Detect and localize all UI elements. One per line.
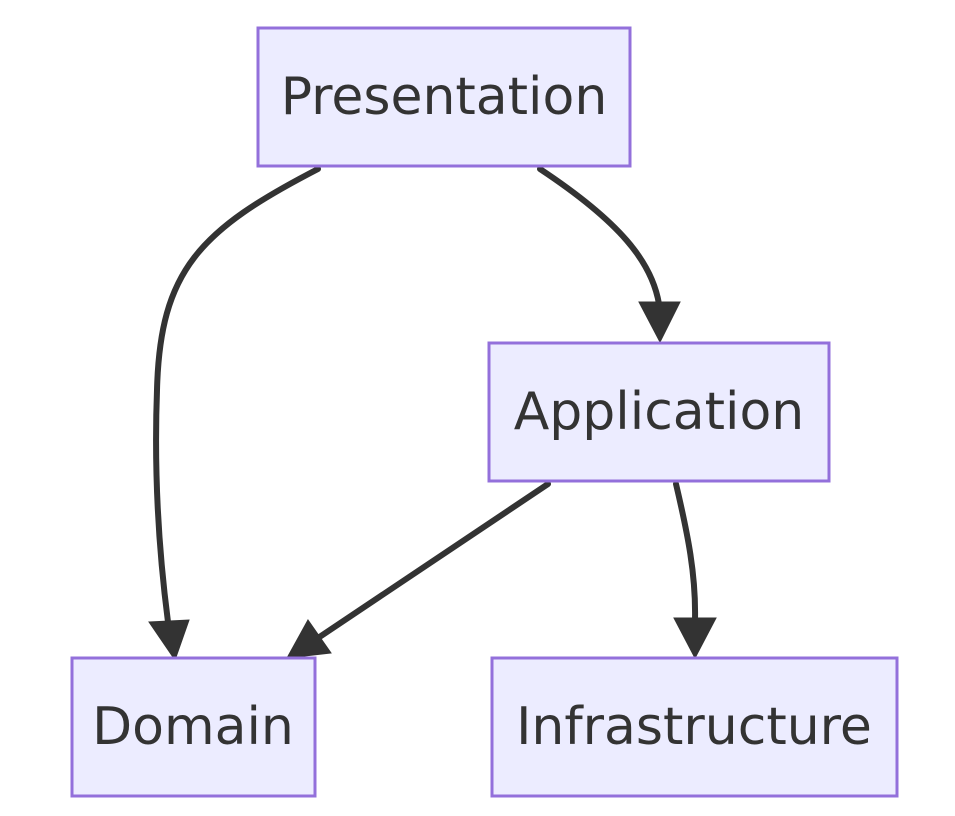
edge-application-to-infrastructure: [673, 481, 717, 660]
edge-line: [153, 166, 321, 625]
arrowhead-icon: [286, 619, 332, 659]
node-label: Infrastructure: [516, 697, 872, 757]
edges: [148, 166, 717, 662]
node-presentation[interactable]: Presentation: [256, 26, 632, 168]
node-application[interactable]: Application: [487, 341, 831, 483]
node-box: [490, 656, 899, 798]
node-label: Domain: [92, 697, 294, 757]
node-box: [70, 656, 317, 798]
edge-application-to-domain: [286, 481, 551, 659]
arrowhead-icon: [148, 619, 190, 662]
edge-line: [537, 166, 662, 307]
edge-line: [673, 481, 699, 623]
edge-presentation-to-domain: [148, 166, 321, 662]
arrowhead-icon: [673, 617, 717, 660]
node-label: Presentation: [281, 67, 608, 127]
edge-presentation-to-application: [537, 166, 681, 344]
node-infrastructure[interactable]: Infrastructure: [490, 656, 899, 798]
node-box: [256, 26, 632, 168]
node-domain[interactable]: Domain: [70, 656, 317, 798]
node-box: [487, 341, 831, 483]
node-label: Application: [514, 382, 805, 442]
arrowhead-icon: [638, 301, 681, 344]
edge-line: [315, 481, 551, 641]
